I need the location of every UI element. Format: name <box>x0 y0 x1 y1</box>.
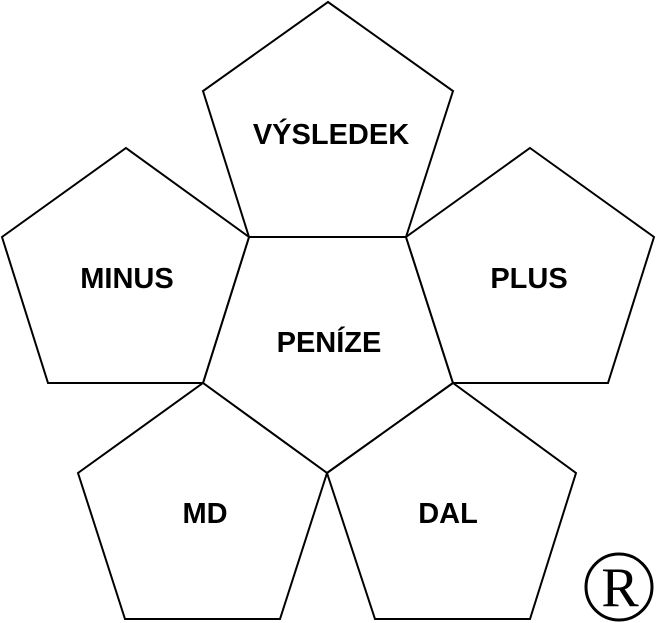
pentagon-right: PLUS <box>404 146 656 384</box>
registered-mark-letter: R <box>601 557 639 619</box>
registered-mark-ring <box>584 552 654 622</box>
label-top: VÝSLEDEK <box>253 117 409 151</box>
label-center: PENÍZE <box>277 325 382 359</box>
label-left: MINUS <box>80 263 173 295</box>
label-bottom-left: MD <box>182 498 227 530</box>
registered-mark: R <box>584 552 654 622</box>
pentagon-bottom-left: MD <box>76 381 329 620</box>
label-right: PLUS <box>490 263 567 295</box>
label-bottom-right: DAL <box>418 498 478 530</box>
pentagon-top: VÝSLEDEK <box>201 0 455 238</box>
pentagon-left: MINUS <box>0 146 251 384</box>
pentagon-bottom-right: DAL <box>325 381 578 620</box>
